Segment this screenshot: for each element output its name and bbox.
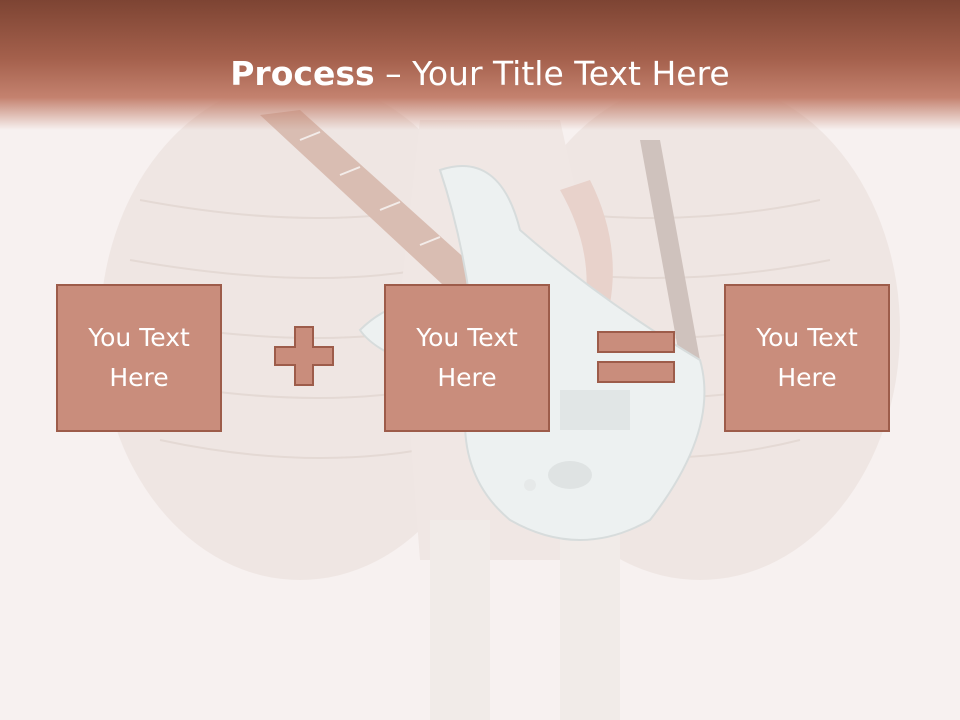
text-box-1-label: You Text Here [88,323,190,392]
title-bold-part: Process [230,54,375,93]
equals-icon [597,331,675,383]
text-box-3[interactable]: You Text Here [724,284,890,432]
plus-icon [274,326,334,386]
text-box-3-label: You Text Here [756,323,858,392]
text-box-2[interactable]: You Text Here [384,284,550,432]
text-box-2-label: You Text Here [416,323,518,392]
text-box-1[interactable]: You Text Here [56,284,222,432]
title-rest-part: – Your Title Text Here [374,54,730,93]
header-band [0,0,960,130]
slide-title: Process – Your Title Text Here [0,52,960,96]
